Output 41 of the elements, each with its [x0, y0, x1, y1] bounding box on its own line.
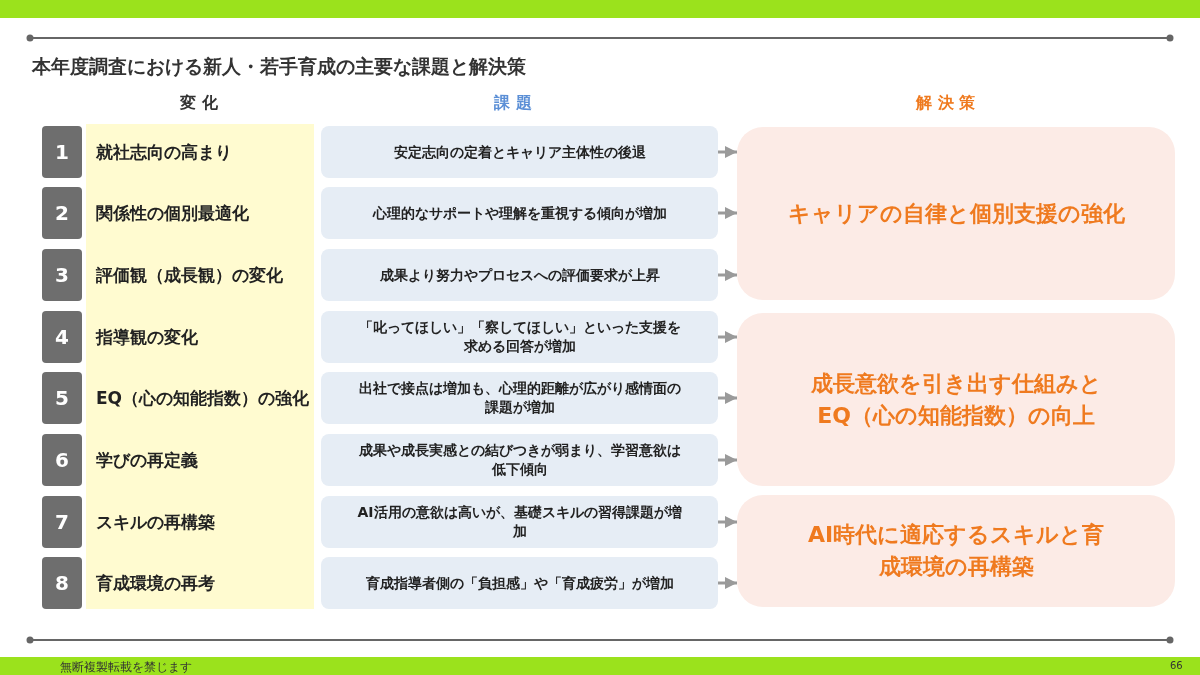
number-badge: 2 [42, 187, 82, 239]
number-badge: 8 [42, 557, 82, 609]
issue-box: AI活用の意欲は高いが、基礎スキルの習得課題が増加 [321, 496, 718, 548]
issue-box: 心理的なサポートや理解を重視する傾向が増加 [321, 187, 718, 239]
change-text: スキルの再構築 [96, 502, 215, 542]
change-text: 育成環境の再考 [96, 563, 215, 603]
footer-note: 無断複製転載を禁じます [60, 659, 192, 675]
title-text: 本年度調査における新人・若手育成の主要な課題と解決策 [32, 54, 526, 79]
issue-box: 出社で接点は増加も、心理的距離が広がり感情面の課題が増加 [321, 372, 718, 424]
column-header: 課 題 [494, 93, 532, 114]
issue-box: 成果や成長実感との結びつきが弱まり、学習意欲は低下傾向 [321, 434, 718, 486]
solution-box: AI時代に適応するスキルと育成環境の再構築 [737, 495, 1175, 607]
arrow [718, 331, 737, 343]
change-text: 指導観の変化 [96, 317, 198, 357]
arrow [718, 146, 737, 158]
change-text: EQ（心の知能指数）の強化 [96, 378, 310, 418]
arrow [718, 516, 737, 528]
number-badge: 5 [42, 372, 82, 424]
change-text: 就社志向の高まり [96, 132, 232, 172]
solution-box: 成長意欲を引き出す仕組みとEQ（心の知能指数）の向上 [737, 313, 1175, 486]
page-number: 66 [1170, 660, 1183, 671]
column-header: 変 化 [180, 93, 218, 114]
change-text: 関係性の個別最適化 [96, 193, 249, 233]
arrow [718, 454, 737, 466]
number-badge: 7 [42, 496, 82, 548]
issue-box: 育成指導者側の「負担感」や「育成疲労」が増加 [321, 557, 718, 609]
number-badge: 1 [42, 126, 82, 178]
change-text: 評価観（成長観）の変化 [96, 255, 283, 295]
change-text: 学びの再定義 [96, 440, 198, 480]
column-header: 解 決 策 [916, 93, 976, 114]
issue-box: 成果より努力やプロセスへの評価要求が上昇 [321, 249, 718, 301]
arrow [718, 577, 737, 589]
issue-box: 「叱ってほしい」「察してほしい」といった支援を求める回答が増加 [321, 311, 718, 363]
solution-box: キャリアの自律と個別支援の強化 [737, 127, 1175, 300]
number-badge: 3 [42, 249, 82, 301]
arrow [718, 207, 737, 219]
arrow [718, 269, 737, 281]
number-badge: 6 [42, 434, 82, 486]
arrow [718, 392, 737, 404]
number-badge: 4 [42, 311, 82, 363]
issue-box: 安定志向の定着とキャリア主体性の後退 [321, 126, 718, 178]
